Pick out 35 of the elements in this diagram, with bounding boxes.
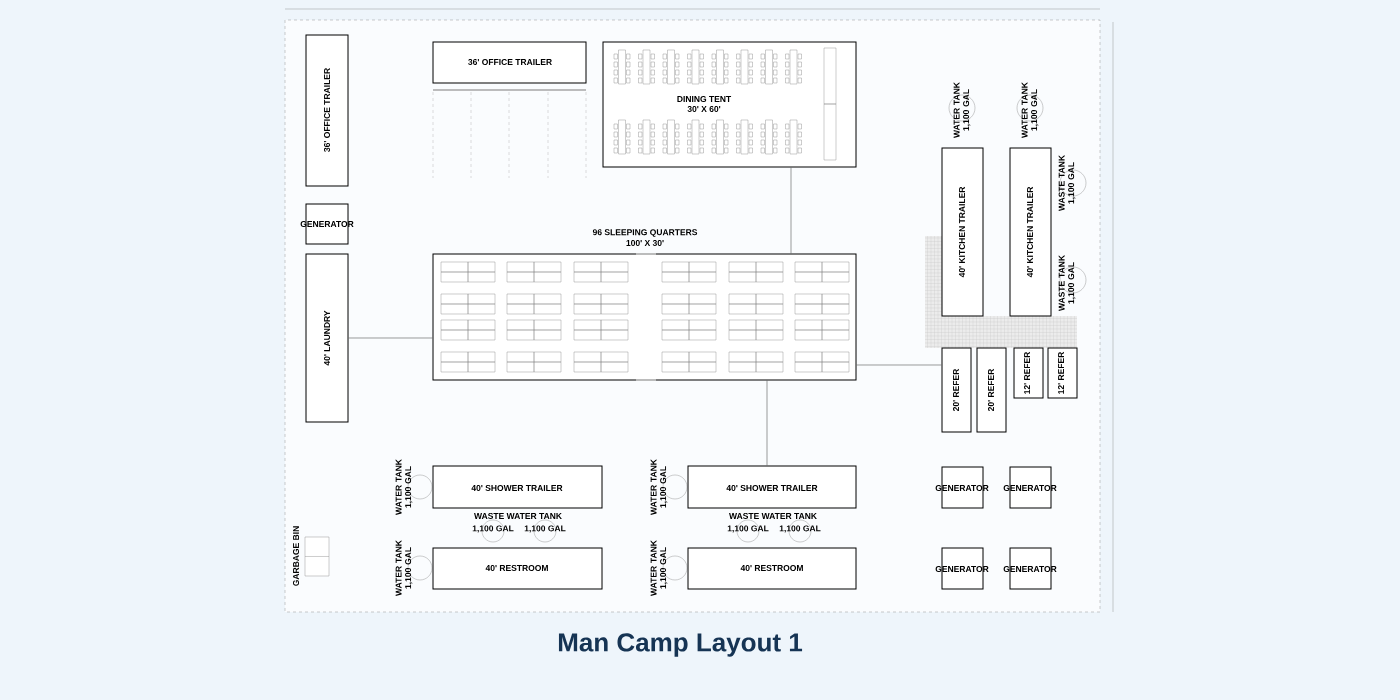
trailer-box: 40' RESTROOM: [687, 547, 857, 590]
node-label: WATER TANK: [650, 540, 657, 596]
node-label: 100' X 30': [626, 239, 664, 247]
trailer-box: 20' REFER: [941, 347, 972, 433]
trailer-box: 36' OFFICE TRAILER: [305, 34, 349, 187]
trailer-box: 40' SHOWER TRAILER: [687, 465, 857, 509]
trailer-box: GENERATOR: [935, 466, 989, 509]
trailer-box: 40' KITCHEN TRAILER: [941, 147, 984, 317]
node-label: WATER TANK: [395, 540, 402, 596]
tank-label: WASTE WATER TANK: [729, 513, 817, 519]
tank-label: WASTE WATER TANK: [474, 513, 562, 519]
node-label: WATER TANK: [395, 459, 402, 515]
trailer-box: 20' REFER: [976, 347, 1007, 433]
connector-line: [856, 364, 942, 366]
trailer-box: 40' LAUNDRY: [305, 253, 349, 423]
trailer-box: 36' OFFICE TRAILER: [432, 41, 587, 84]
trailer-box: 12' REFER: [1047, 347, 1078, 399]
node-label: 96 SLEEPING QUARTERS: [592, 229, 698, 237]
trailer-box: 40' RESTROOM: [432, 547, 603, 590]
garbage-bin: GARBAGE BIN: [293, 526, 330, 586]
trailer-box: 96 SLEEPING QUARTERS 100' X 30': [432, 229, 857, 381]
trailer-box: GENERATOR: [1003, 466, 1057, 509]
trailer-box: GENERATOR: [1003, 547, 1057, 590]
node-label: WATER TANK: [650, 459, 657, 515]
trailer-box: 40' KITCHEN TRAILER: [1009, 147, 1052, 317]
trailer-box: 12' REFER: [1013, 347, 1044, 399]
trailer-box: DINING TENT 30' X 60': [602, 41, 857, 168]
connector-line: [348, 337, 433, 339]
trailer-box: GENERATOR: [935, 547, 989, 590]
trailer-box: 40' SHOWER TRAILER: [432, 465, 603, 509]
title: Man Camp Layout 1: [558, 633, 803, 657]
connector-line: [766, 380, 768, 466]
connector-line: [790, 167, 792, 254]
node-label: GARBAGE BIN: [293, 526, 300, 586]
trailer-box: GENERATOR: [300, 203, 354, 245]
